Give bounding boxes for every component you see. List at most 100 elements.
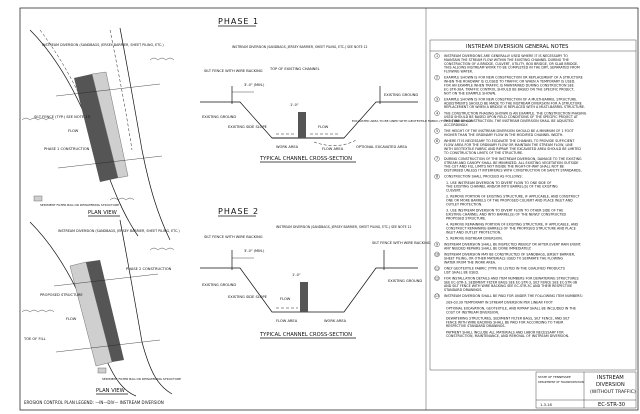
phase2-plan-flow-label: FLOW [66,317,77,321]
phase2-cross-section [200,250,418,313]
note-line: COST OF INSTREAM DIVERSION. [446,310,499,314]
note-number-circle [434,128,440,134]
phase2-sec-side-slope: EXISTING SIDE SLOPE [228,295,268,299]
note-line: 5. REMOVE INSTREAM DIVERSION. [446,236,503,240]
note-line: THE EXISTING CHANNEL AND/OR INTO BARREL(… [445,185,558,189]
note-line: EC-STR-30A. TRAFFIC CONTROL SHOULD BE BA… [444,87,575,91]
note-number: 2 [436,76,438,80]
phase1-sec-side-slope: EXISTING SIDE SLOPE [228,125,268,129]
phase1-sec-existing-ground: EXISTING GROUND [202,115,236,119]
note-number-circle [434,265,440,271]
phase1-filter-bag [33,195,43,202]
note-line: SHEET PILING, OR OTHER MATERIALS USED TO… [444,256,563,260]
note-line: DEWATERING STRUCTURES, SEDIMENT FILTER B… [446,316,570,320]
phase2-title: PHASE 2 [218,207,259,216]
phase1-section-title: TYPICAL CHANNEL CROSS-SECTION [259,156,352,162]
note-line: DURING CONSTRUCTION OF THE INSTREAM DIVE… [444,157,582,161]
note-line: OPTIONAL EXCAVATION, GEOTEXTILE, AND RIP… [446,306,576,310]
phase2-sec-dim2: 1'-0" [292,273,301,277]
note-line: INSTREAM DIVERSION MAY BE CONSTRUCTED OF… [444,253,575,257]
note-number: 9 [436,243,438,247]
note-line: WITH GEOTEXTILE FABRIC AND RIPRAP. THE E… [444,147,581,151]
note-line: WHERE IT IS NECESSARY TO EXCAVATE THE CH… [444,139,575,143]
note-line: FLOW AREA FOR THE ORDINARY FLOW OR MAINT… [444,143,573,147]
note-line: THE HEIGHT OF THE INSTREAM DIVERSION SHO… [443,129,575,133]
note-line: FENCE WITH WIRE BACKING SHALL BE PAID FO… [446,320,564,324]
note-number: 13 [435,294,439,298]
phase1-plan-filter-bag-label: SEDIMENT FILTER BAG OR DEWATERING STRUCT… [40,203,119,207]
tb-dept: DEPARTMENT OF TRANSPORTATION [538,380,584,384]
note-line: ONE OR MORE BARRELS OF THE PROPOSED CULV… [446,199,573,203]
phase2-diversion-barrier [300,282,308,312]
phase2-section-title: TYPICAL CHANNEL CROSS-SECTION [259,332,352,338]
phase1-sec-flow: FLOW [318,125,329,129]
note-line: CONSTRUCT REMAINING BARRELS OF THE PROPO… [446,226,576,230]
tb-date: 1-3-18 [540,403,552,407]
phase2-sec-diversion: INSTREAM DIVERSION (SANDBAGS, JERSEY BAR… [276,225,412,229]
title-block [535,371,637,409]
phase2-plan-view [21,219,175,397]
note-number: 12 [435,276,439,280]
phase1-sec-optional: OPTIONAL EXCAVATED AREA [356,145,408,149]
phase1-title: PHASE 1 [218,17,259,26]
note-line: CONSTRUCTION, MAINTENANCE, AND REMOVAL O… [446,334,569,338]
note-line: 209-03.39 TEMPORARY IN STREAM DIVERSION … [446,300,554,304]
note-line: ADJUSTMENTS SHOULD BE MADE TO THE INSTRE… [444,101,582,105]
phase1-diversion-barrier [298,112,306,138]
note-line: 1. USE INSTREAM DIVERSION TO DIVERT FLOW… [446,181,552,185]
note-number-circle [434,53,440,59]
phase1-work-area [74,74,118,182]
note-number-circle [434,251,440,258]
note-line: CULVERT. [446,189,462,193]
note-line: CONSTRUCTION OF A BRIDGE, CULVERT, UTILI… [444,62,578,66]
phase2-work-area [86,260,124,362]
note-line: THE TIME OF CONSTRUCTION. THE INSTREAM D… [443,119,574,123]
phase1-sec-flow-area: FLOW AREA [322,147,344,151]
note-number-circle [434,293,440,299]
note-number: 6 [436,139,438,143]
phase1-sec-dim2: 1'-0" [290,103,299,107]
note-line: 2. REMOVE PORTION OF EXISTING STRUCTURE,… [446,195,581,199]
note-number: 11 [435,266,439,270]
note-line: STREAM AND CANOPY SHALL BE MINIMIZED. AL… [444,161,579,165]
note-line: 3. USE INSTREAM DIVERSION TO DIVERT FLOW… [446,209,563,213]
note-line: SEE EC-STR-3, SEDIMENT FILTER BAGS SEE E… [444,280,578,284]
note-number-circle [434,275,440,281]
phase2-plan-diversion-label: INSTREAM DIVERSION (SANDBAGS, JERSEY BAR… [58,229,180,233]
phase1-cross-section [200,86,418,146]
note-line: USED SHOULD BE BASED UPON FIELD CONDITIO… [444,115,579,119]
note-number-circle [434,110,440,116]
note-line: 4. REMOVE REMAINING PORTION OF EXISTING … [446,223,579,227]
note-line: NOT ON THE EXAMPLE SHOWN. [444,91,496,95]
note-line: ACCORDINGLY. [444,123,469,127]
phase1-sec-diversion: INSTREAM DIVERSION (SANDBAGS, JERSEY BAR… [232,45,368,49]
note-line: WATER FROM THE WORK AREA. [444,260,496,264]
note-line: LIST SHALL BE USED. [444,270,479,274]
note-line: THE CUT AND FILL LIMITS NOT INSIDE THE R… [443,165,564,169]
note-line: EXAMPLE SHOWN IS FOR NEW CONSTRUCTION OR… [444,76,583,80]
note-line: TO CONSTRUCTION LIMITS OF THE STRUCTURE. [443,151,523,155]
note-line: EXAMPLE SHOWN IS FOR NEW CONSTRUCTION OF… [444,97,577,101]
phase2-plan-phase-label: PHASE 2 CONSTRUCTION [126,267,172,271]
note-line: AND SILT FENCE WITH WIRE BACKING SEE EC-… [444,284,572,288]
phase2-plan-filter-bag-label: SEDIMENT FILTER BAG OR DEWATERING STRUCT… [102,377,181,381]
note-line: FLOWING WATER. [444,70,473,74]
phase2-sec-work-area: WORK AREA [324,319,347,323]
note-number: 3 [436,97,438,101]
tb-title-2: DIVERSION [596,382,625,388]
note-line: HIGHER THAN THE ORDINARY FLOW IN THE MOD… [444,133,563,137]
note-line: DISTURBED UNLESS IT INTERFERES WITH CONS… [444,169,582,173]
notes-heading: INSTREAM DIVERSION GENERAL NOTES [466,44,568,50]
note-line: INSTREAM DIVERSION SHALL BE INSPECTED WE… [444,243,582,247]
phase2-sec-flow-area: FLOW AREA [276,319,298,323]
phase1-plan-phase-label: PHASE 1 CONSTRUCTION [44,147,90,151]
phase1-sec-work-area: WORK AREA [276,145,299,149]
tb-title-1: INSTREAM [597,375,624,381]
phase1-sec-dim1: 3'-0" (MIN.) [244,83,265,87]
phase2-sec-existing-ground-right: EXISTING GROUND [388,279,422,283]
note-line: RESPECTIVE STANDARD DRAWINGS. [446,324,506,328]
note-line: THE CONSTRUCTION PHASING SHOWN IS AN EXA… [443,111,587,115]
note-line: FOR AN EXAMPLE WHEN TRAFFIC IS MAINTAINE… [444,84,574,88]
phase1-plan-flow-label: FLOW [68,129,79,133]
